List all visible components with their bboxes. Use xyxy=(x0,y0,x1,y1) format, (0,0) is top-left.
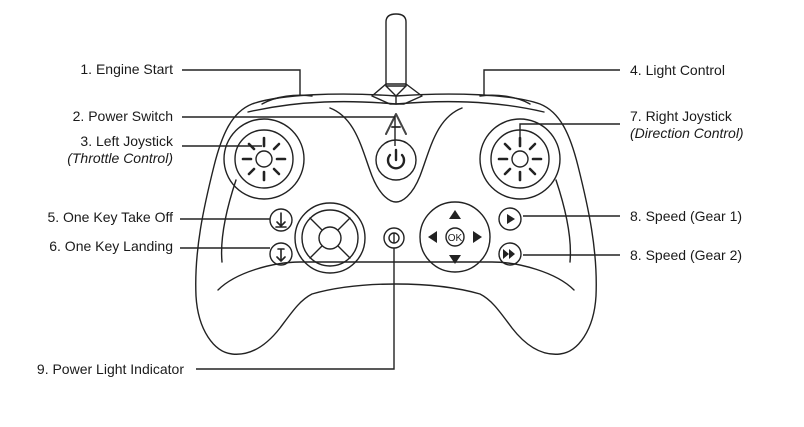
left-joystick-label: 3. Left Joystick (Throttle Control) xyxy=(67,133,173,167)
dpad-right-icon[interactable] xyxy=(473,231,482,243)
speed-gear2-label: 8. Speed (Gear 2) xyxy=(630,247,743,263)
antenna xyxy=(371,13,423,105)
take-off-button[interactable] xyxy=(269,208,293,232)
leader-lines xyxy=(180,69,620,370)
left-joystick-subtitle: (Throttle Control) xyxy=(67,150,173,166)
face-panel xyxy=(329,107,463,203)
speed-gear1-button[interactable] xyxy=(498,207,522,231)
fast-forward-icon xyxy=(503,249,515,259)
lower-contour xyxy=(217,261,575,291)
play-icon xyxy=(507,214,515,224)
power-switch-label: 2. Power Switch xyxy=(72,108,173,124)
right-dpad[interactable] xyxy=(419,201,491,273)
power-light-indicator xyxy=(383,227,405,249)
speed-gear2-button[interactable] xyxy=(498,242,522,266)
speed-gear1-label: 8. Speed (Gear 1) xyxy=(630,208,743,224)
landing-button[interactable] xyxy=(269,242,293,266)
left-joystick[interactable] xyxy=(223,118,305,200)
take-off-icon xyxy=(275,212,287,228)
engine-start-label: 1. Engine Start xyxy=(80,61,173,77)
landing-label: 6. One Key Landing xyxy=(49,238,173,254)
right-joystick-label: 7. Right Joystick (Direction Control) xyxy=(630,108,744,142)
right-joystick-subtitle: (Direction Control) xyxy=(630,125,744,141)
take-off-label: 5. One Key Take Off xyxy=(47,209,173,225)
landing-icon xyxy=(276,248,286,262)
dpad-up-icon[interactable] xyxy=(449,210,461,219)
power-light-label: 9. Power Light Indicator xyxy=(36,361,184,377)
light-control-label: 4. Light Control xyxy=(630,62,725,78)
left-joystick-title: 3. Left Joystick xyxy=(80,133,173,149)
top-contour xyxy=(247,100,545,113)
dpad-left-icon[interactable] xyxy=(428,231,437,243)
dpad-ok-label[interactable]: OK xyxy=(448,233,463,244)
brand-logo-icon xyxy=(385,113,407,135)
power-button[interactable] xyxy=(375,139,417,181)
engine-start-bumper[interactable] xyxy=(261,94,313,105)
controller-body xyxy=(195,93,597,355)
left-dpad[interactable] xyxy=(294,202,366,274)
right-joystick-title: 7. Right Joystick xyxy=(630,108,732,124)
dpad-down-icon[interactable] xyxy=(449,255,461,264)
